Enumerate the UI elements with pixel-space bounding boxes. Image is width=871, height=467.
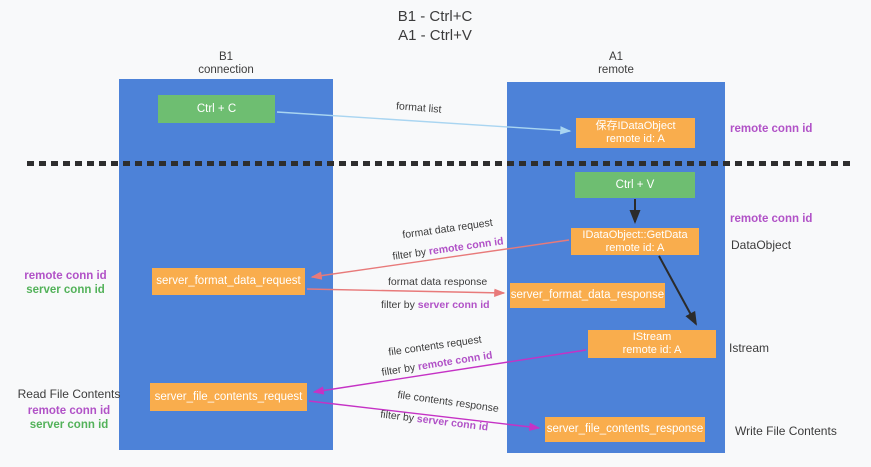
label-write-file-contents: Write File Contents: [735, 424, 837, 438]
lane-a1-name: A1: [608, 51, 624, 63]
lane-header-a1: A1 remote: [509, 51, 723, 77]
node-ctrl-c: Ctrl + C: [158, 95, 275, 123]
left-file-remote-conn-id: remote conn id: [27, 405, 111, 417]
arrow-format-data-response: [306, 288, 506, 298]
server-format-data-request-label: server_format_data_request: [156, 275, 301, 287]
node-server-format-data-request: server_format_data_request: [152, 268, 305, 295]
left-format-server-conn-id: server conn id: [26, 284, 105, 296]
format-response-filter-key: server conn id: [417, 299, 490, 311]
file-response-filter-key: server conn id: [416, 412, 489, 434]
node-istream: IStream remote id: A: [588, 330, 716, 358]
label-istream: Istream: [729, 341, 770, 355]
lane-b1-name: B1: [218, 51, 234, 63]
node-server-file-contents-response: server_file_contents_response: [545, 417, 705, 442]
edge-label-format-data-response: format data response: [388, 276, 488, 288]
diagram-title: B1 - Ctrl+C A1 - Ctrl+V: [330, 7, 540, 45]
save-idataobject-line2: remote id: A: [606, 133, 665, 145]
edge-label-file-response-filter: filter by server conn id: [380, 408, 489, 433]
node-server-file-contents-request: server_file_contents_request: [150, 383, 307, 411]
title-line-1: B1 - Ctrl+C: [397, 8, 473, 25]
istream-line2: remote id: A: [622, 344, 682, 356]
label-dataobject: DataObject: [731, 238, 792, 252]
left-file-server-conn-id: server conn id: [29, 419, 109, 431]
label-remote-conn-id-top: remote conn id: [730, 123, 813, 135]
getdata-line1: IDataObject::GetData: [582, 228, 688, 241]
node-save-idataobject: 保存IDataObject remote id: A: [576, 118, 695, 148]
ctrl-v-label: Ctrl + V: [615, 179, 655, 191]
server-file-contents-response-label: server_file_contents_response: [546, 423, 704, 435]
ctrl-c-label: Ctrl + C: [196, 103, 237, 115]
left-format-remote-conn-id: remote conn id: [24, 270, 107, 282]
edge-label-format-list: format list: [395, 100, 442, 116]
node-idataobject-getdata: IDataObject::GetData remote id: A: [571, 228, 699, 255]
file-response-filter-prefix: filter by: [379, 408, 418, 425]
node-ctrl-v: Ctrl + V: [575, 172, 695, 198]
read-file-contents: Read File Contents: [17, 387, 121, 401]
label-remote-conn-id-mid: remote conn id: [730, 213, 813, 225]
server-format-data-response-label: server_format_data_response: [510, 289, 665, 301]
edge-label-file-contents-response: file contents response: [396, 388, 500, 416]
label-left-format-conn-ids: remote conn id server conn id: [18, 269, 113, 297]
getdata-line2: remote id: A: [605, 241, 665, 254]
format-request-filter-prefix: filter by: [391, 245, 430, 263]
format-request-filter-key: remote conn id: [428, 235, 505, 258]
copy-paste-divider-dashed-line: [27, 161, 852, 166]
title-line-2: A1 - Ctrl+V: [398, 27, 472, 44]
label-read-file-contents-block: Read File Contents remote conn id server…: [14, 387, 124, 432]
lane-header-b1: B1 connection: [119, 51, 333, 77]
server-file-contents-request-label: server_file_contents_request: [154, 390, 303, 403]
lane-b1-role: connection: [198, 64, 254, 76]
node-server-format-data-response: server_format_data_response: [510, 283, 665, 308]
file-request-filter-prefix: filter by: [380, 361, 419, 379]
edge-label-format-response-filter: filter by server conn id: [381, 299, 490, 311]
format-response-filter-prefix: filter by: [381, 299, 418, 311]
istream-line1: IStream: [632, 331, 672, 343]
save-idataobject-line1: 保存IDataObject: [595, 120, 676, 132]
lane-a1-role: remote: [598, 64, 634, 76]
